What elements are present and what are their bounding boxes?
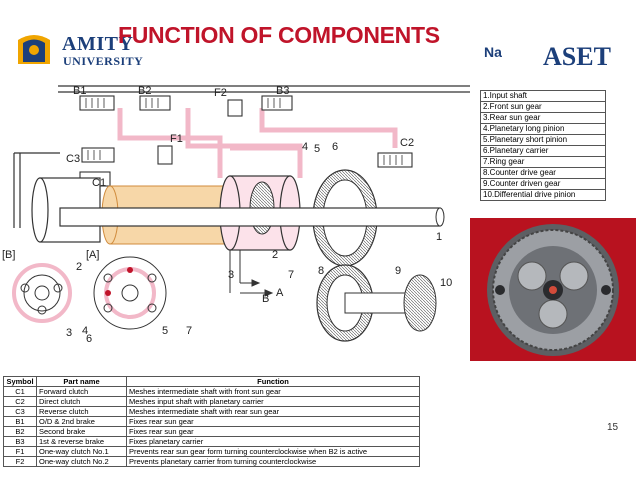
legend-item: 8.Counter drive gear bbox=[480, 167, 606, 179]
legend-item: 10.Differential drive pinion bbox=[480, 189, 606, 201]
transmission-diagram: B1 B2 F2 B3 F1 C2 C3 C1 1 2 2 3 3 4 4 5 … bbox=[2, 85, 470, 345]
label-5b: 5 bbox=[162, 325, 168, 337]
label-2b: 2 bbox=[76, 261, 82, 273]
function-table: Symbol Part name Function C1 Forward clu… bbox=[3, 376, 420, 467]
label-b2: B2 bbox=[138, 85, 151, 97]
planetary-gear-photo bbox=[470, 218, 636, 361]
label-9: 9 bbox=[395, 265, 401, 277]
label-3b: 3 bbox=[66, 327, 72, 339]
amity-logo-emblem bbox=[18, 35, 50, 64]
label-f1: F1 bbox=[170, 133, 183, 145]
amity-logo-text: AMITY bbox=[62, 33, 134, 55]
component-legend: 1.Input shaft 2.Front sun gear 3.Rear su… bbox=[480, 90, 606, 201]
label-c1: C1 bbox=[92, 177, 106, 189]
page-number: 15 bbox=[607, 422, 619, 433]
legend-item: 4.Planetary long pinion bbox=[480, 123, 606, 135]
legend-item: 3.Rear sun gear bbox=[480, 112, 606, 124]
legend-item: 2.Front sun gear bbox=[480, 101, 606, 113]
table-row: B3 1st & reverse brake Fixes planetary c… bbox=[3, 436, 420, 447]
label-box-a: [A] bbox=[86, 249, 99, 261]
label-7a: 7 bbox=[288, 269, 294, 281]
label-arrow-b: B bbox=[262, 293, 269, 305]
label-6: 6 bbox=[332, 141, 338, 153]
label-1: 1 bbox=[436, 231, 442, 243]
label-4: 4 bbox=[302, 141, 308, 153]
legend-item: 7.Ring gear bbox=[480, 156, 606, 168]
overlap-text: Na bbox=[484, 44, 502, 60]
label-4b: 4 bbox=[82, 325, 88, 337]
label-c3: C3 bbox=[66, 153, 80, 165]
table-row: B1 O/D & 2nd brake Fixes rear sun gear bbox=[3, 416, 420, 427]
legend-item: 5.Planetary short pinion bbox=[480, 134, 606, 146]
table-row: F1 One-way clutch No.1 Prevents rear sun… bbox=[3, 446, 420, 457]
table-row: C1 Forward clutch Meshes intermediate sh… bbox=[3, 386, 420, 397]
header-symbol: Symbol bbox=[3, 376, 37, 387]
slide-title: FUNCTION OF COMPONENTS bbox=[118, 22, 440, 48]
label-10: 10 bbox=[440, 277, 452, 289]
label-b3: B3 bbox=[276, 85, 289, 97]
aset-logo: ASET bbox=[543, 42, 611, 71]
legend-item: 6.Planetary carrier bbox=[480, 145, 606, 157]
legend-item: 1.Input shaft bbox=[480, 90, 606, 102]
label-box-b: [B] bbox=[2, 249, 15, 261]
label-8: 8 bbox=[318, 265, 324, 277]
table-header-row: Symbol Part name Function bbox=[3, 376, 420, 387]
label-f2: F2 bbox=[214, 87, 227, 99]
label-5: 5 bbox=[314, 143, 320, 155]
table-row: C3 Reverse clutch Meshes intermediate sh… bbox=[3, 406, 420, 417]
label-b1: B1 bbox=[73, 85, 86, 97]
table-row: C2 Direct clutch Meshes input shaft with… bbox=[3, 396, 420, 407]
amity-logo-subtext: UNIVERSITY bbox=[63, 54, 144, 68]
label-arrow-a: A bbox=[276, 287, 284, 299]
table-row: B2 Second brake Fixes rear sun gear bbox=[3, 426, 420, 437]
label-7b: 7 bbox=[186, 325, 192, 337]
header-part-name: Part name bbox=[36, 376, 127, 387]
label-2a: 2 bbox=[272, 249, 278, 261]
label-c2: C2 bbox=[400, 137, 414, 149]
label-6b: 6 bbox=[86, 333, 92, 345]
label-3a: 3 bbox=[228, 269, 234, 281]
legend-item: 9.Counter driven gear bbox=[480, 178, 606, 190]
table-row: F2 One-way clutch No.2 Prevents planetar… bbox=[3, 456, 420, 467]
header-function: Function bbox=[126, 376, 420, 387]
